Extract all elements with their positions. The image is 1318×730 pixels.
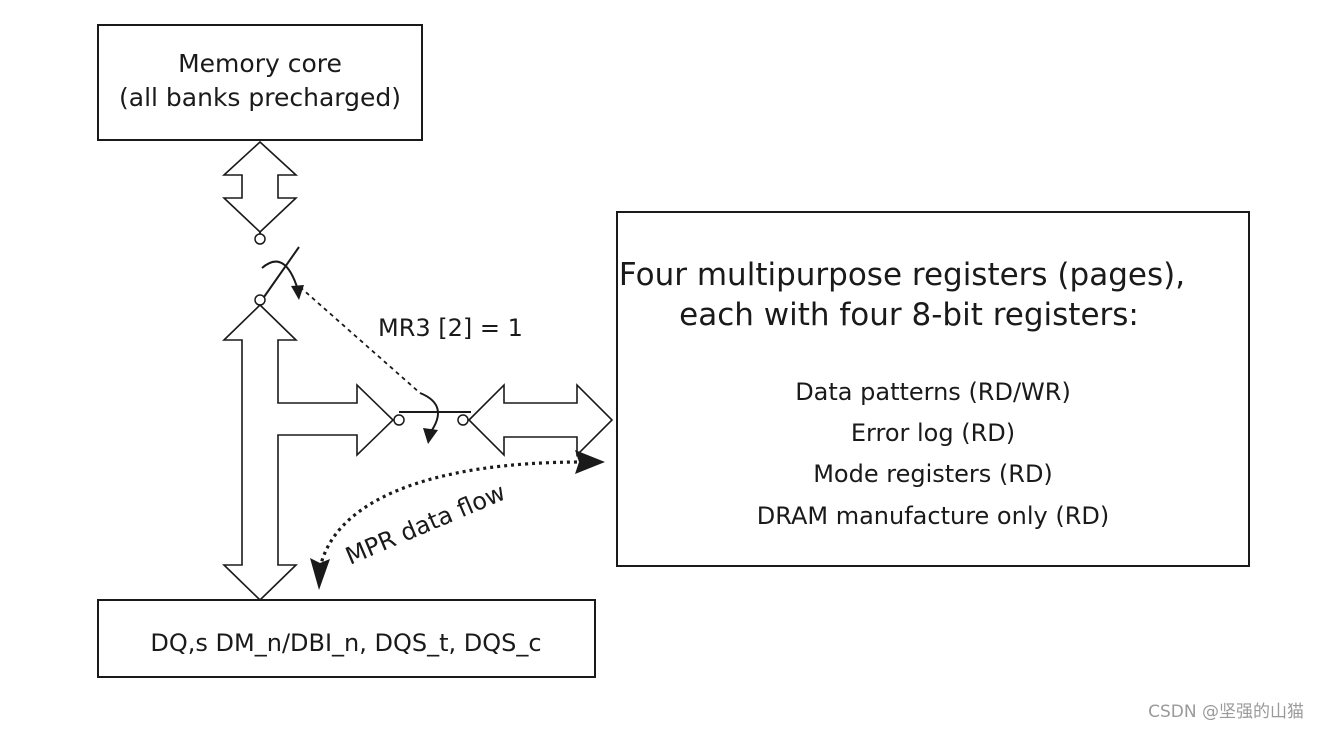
core-bidirectional-arrow [221,140,299,234]
mpr-switch-action-arc [419,392,439,434]
memory-core-label-line2: (all banks precharged) [119,83,401,112]
core-switch-bottom-contact [254,294,266,306]
mpr-title-line1: Four multipurpose registers (pages), [619,257,1185,293]
mr3-switch-label: MR3 [2] = 1 [378,314,523,342]
csdn-watermark: CSDN @坚强的山猫 [1148,702,1304,722]
memory-core-label-line1: Memory core [178,49,342,78]
core-switch-top-contact [254,233,266,245]
top-switch-action-arc [261,260,299,291]
mpr-item-mode-registers: Mode registers (RD) [813,460,1053,488]
io-pins-box [97,599,596,678]
dq-bus-arrow [222,303,395,602]
mpr-data-flow-label: MPR data flow [341,478,509,570]
mpr-item-dram-manufacture: DRAM manufacture only (RD) [757,502,1109,530]
mpr-item-data-patterns: Data patterns (RD/WR) [795,378,1071,406]
memory-core-block: Memory core (all banks precharged) [97,24,423,141]
mpr-data-flow-arrowhead-down [310,558,330,590]
top-switch-blade [263,246,300,298]
mpr-switch-arc-arrowhead [423,428,438,444]
mpr-switch-left-contact [393,414,405,426]
io-pins-label: DQ,s DM_n/DBI_n, DQS_t, DQS_c [150,629,541,657]
memory-core-box [97,24,423,141]
mpr-item-error-log: Error log (RD) [851,419,1015,447]
mpr-bidirectional-arrow [467,383,614,457]
mpr-switch-right-contact [457,414,469,426]
mpr-registers-box [616,211,1250,567]
mpr-data-flow-path [318,460,584,569]
io-pins-block: DQ,s DM_n/DBI_n, DQS_t, DQS_c [97,599,596,678]
mpr-registers-block: Four multipurpose registers (pages), eac… [616,211,1250,567]
top-switch-arc-arrowhead [291,285,304,300]
mpr-data-flow-arrowhead-right [575,450,605,474]
mpr-title-line2: each with four 8-bit registers: [679,297,1139,333]
switch-linkage-dashed [299,286,421,394]
